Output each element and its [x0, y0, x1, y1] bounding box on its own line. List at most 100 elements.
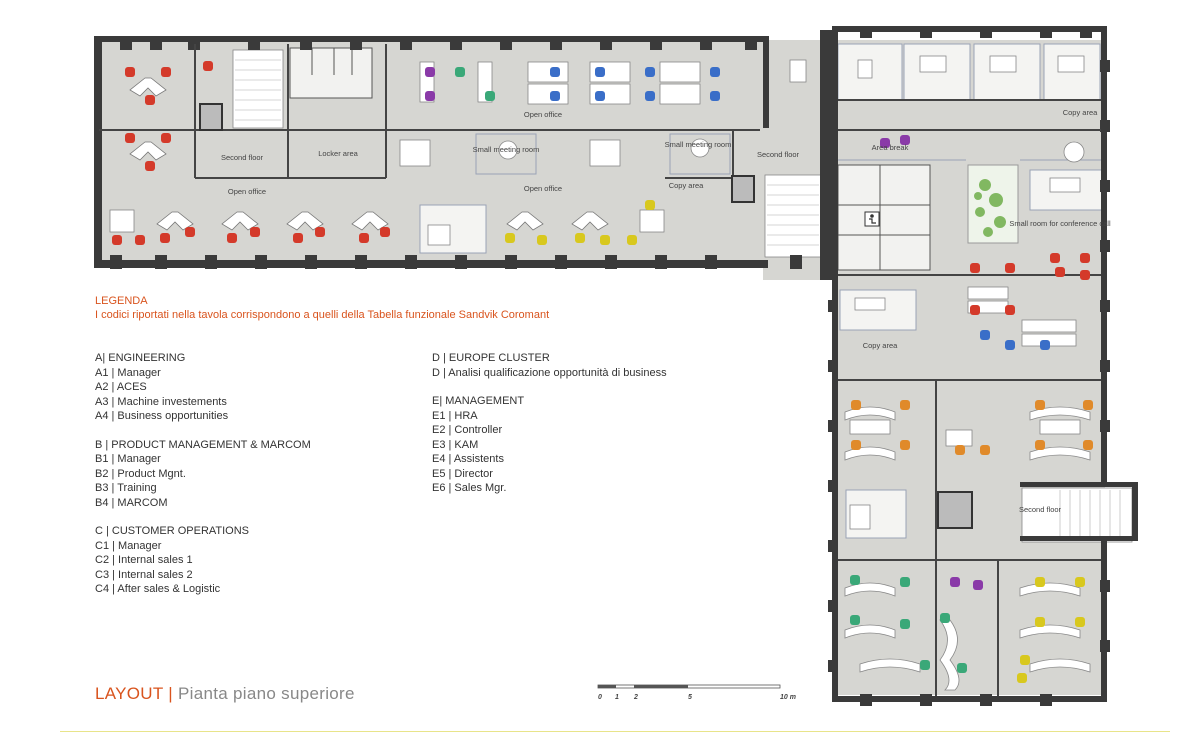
chair [1035, 617, 1045, 627]
legend-title: LEGENDA [95, 295, 148, 307]
chair [135, 235, 145, 245]
chair [920, 660, 930, 670]
footer-title: LAYOUT [95, 684, 164, 703]
chair [900, 619, 910, 629]
chair [980, 330, 990, 340]
chair [1075, 617, 1085, 627]
legend-group-heading: A| ENGINEERING [95, 352, 186, 364]
legend-group-c: C | CUSTOMER OPERATIONS C1 | Manager C2 … [95, 524, 311, 597]
chair [900, 135, 910, 145]
page-footer-title: LAYOUT | Pianta piano superiore [95, 684, 355, 704]
chair [1083, 400, 1093, 410]
chair [645, 67, 655, 77]
scale-tick-0: 0 [598, 694, 602, 701]
chair [455, 67, 465, 77]
legend-group-b: B | PRODUCT MANAGEMENT & MARCOM B1 | Man… [95, 438, 311, 511]
office-e1 [837, 43, 903, 101]
chair [595, 91, 605, 101]
room-second-floor-3: Second floor [1019, 505, 1062, 514]
room-second-floor-1: Second floor [221, 153, 264, 162]
elevator-1 [199, 103, 223, 131]
scale-tick-10: 10 m [780, 694, 796, 701]
legend-left-column: A| ENGINEERING A1 | Manager A2 | ACES A3… [95, 351, 311, 611]
room-open-office-mid: Open office [524, 184, 562, 193]
stair-2 [764, 174, 822, 258]
chair [1020, 655, 1030, 665]
chair [900, 400, 910, 410]
legend-group-heading: E| MANAGEMENT [432, 395, 525, 407]
room-copy-area-2: Copy area [1063, 108, 1098, 117]
chair [1075, 577, 1085, 587]
legend-item: E2 | Controller [432, 424, 503, 436]
legend-item: E5 | Director [432, 467, 493, 480]
chair [880, 138, 890, 148]
legend-item: E4 | Assistents [432, 453, 504, 465]
chair [425, 91, 435, 101]
legend-subtitle: I codici riportati nella tavola corrispo… [95, 309, 550, 321]
legend-item: E3 | KAM [432, 438, 479, 451]
room-locker-area: Locker area [318, 149, 358, 158]
accessible-icon [864, 211, 880, 227]
chair [595, 67, 605, 77]
legend-group-a: A| ENGINEERING A1 | Manager A2 | ACES A3… [95, 351, 311, 424]
legend-group-e: E| MANAGEMENT E1 | HRA E2 | Controller E… [432, 394, 667, 496]
chair [203, 61, 213, 71]
chair [160, 233, 170, 243]
room-copy-area-3: Copy area [863, 341, 898, 350]
chair [125, 133, 135, 143]
chair [1080, 270, 1090, 280]
chair [710, 67, 720, 77]
legend-right-column: D | EUROPE CLUSTER D | Analisi qualifica… [432, 351, 667, 510]
legend-group-heading: B | PRODUCT MANAGEMENT & MARCOM [95, 438, 311, 451]
chair [645, 200, 655, 210]
chair [550, 67, 560, 77]
legend-item: E6 | Sales Mgr. [432, 482, 507, 494]
scale-bar: 0 1 2 5 10 m [597, 684, 796, 701]
chair [1080, 253, 1090, 263]
room-area-break: Area break [872, 143, 909, 152]
chair [900, 577, 910, 587]
elevator-3 [937, 491, 973, 529]
chair [851, 400, 861, 410]
legend-item: C1 | Manager [95, 539, 162, 552]
footer-separator: | [168, 684, 173, 703]
chair [293, 233, 303, 243]
room-open-office-left: Open office [228, 187, 266, 196]
chair [957, 663, 967, 673]
chair [955, 445, 965, 455]
chair [1050, 253, 1060, 263]
chair [1017, 673, 1027, 683]
legend-item: C3 | Internal sales 2 [95, 568, 193, 581]
chair [710, 91, 720, 101]
chair [250, 227, 260, 237]
chair [575, 233, 585, 243]
chair [1005, 340, 1015, 350]
chair [315, 227, 325, 237]
chair [359, 233, 369, 243]
chair [537, 235, 547, 245]
chair [161, 67, 171, 77]
chair [1055, 267, 1065, 277]
legend-item: B3 | Training [95, 482, 157, 494]
chair [970, 305, 980, 315]
toilet-block-1 [289, 47, 373, 99]
chair [145, 95, 155, 105]
chair [485, 91, 495, 101]
chair [980, 445, 990, 455]
legend-item: D | Analisi qualificazione opportunità d… [432, 366, 667, 379]
chair [112, 235, 122, 245]
legend-item: C4 | After sales & Logistic [95, 583, 221, 595]
chair [125, 67, 135, 77]
chair [505, 233, 515, 243]
elevator-2 [731, 175, 755, 203]
legend-item: A2 | ACES [95, 381, 147, 393]
chair [425, 67, 435, 77]
room-small-room-conf: Small room for conference call [1009, 219, 1111, 228]
chair [185, 227, 195, 237]
chair [550, 91, 560, 101]
legend-group-d: D | EUROPE CLUSTER D | Analisi qualifica… [432, 351, 667, 380]
chair [851, 440, 861, 450]
chair [900, 440, 910, 450]
chair [850, 615, 860, 625]
